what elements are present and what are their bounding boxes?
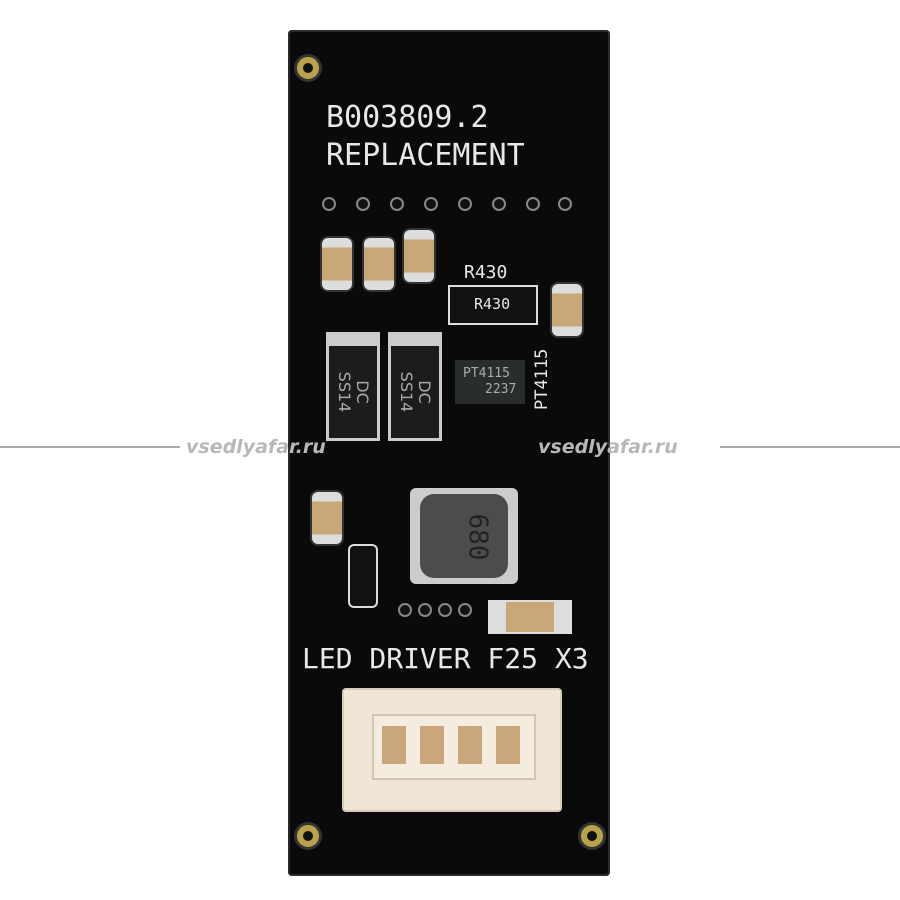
bottom-label: LED DRIVER F25 X3 <box>302 642 589 675</box>
ic-date: 2237 <box>485 382 517 397</box>
part-number: B003809.2 <box>326 100 489 135</box>
ic-marking: PT4115 <box>463 366 510 381</box>
resistor-marking: R430 <box>474 295 511 313</box>
diode-marking: DC <box>353 380 372 404</box>
capacitor <box>550 282 584 338</box>
resistor-label: R430 <box>464 262 508 283</box>
inductor-marking: 680 <box>462 513 493 561</box>
connector[interactable] <box>342 688 562 812</box>
watermark-line <box>720 446 900 448</box>
mounting-hole <box>578 822 606 850</box>
diode: DC SS14 <box>388 332 442 441</box>
watermark-text: vsedlyafar.ru <box>186 436 326 458</box>
mounting-hole <box>294 54 322 82</box>
resistor: R430 <box>448 285 538 325</box>
diode-marking: DC <box>415 380 434 404</box>
capacitor <box>488 600 572 634</box>
watermark-text: vsedlyafar.ru <box>538 436 678 458</box>
inductor: 680 <box>410 488 518 584</box>
mounting-hole <box>294 822 322 850</box>
capacitor <box>310 490 344 546</box>
resistor-small <box>348 544 378 608</box>
driver-ic: PT4115 2237 <box>455 360 525 404</box>
diode: DC SS14 <box>326 332 380 441</box>
diode-marking: SS14 <box>397 371 416 413</box>
watermark-line <box>0 446 180 448</box>
ic-label: PT4115 <box>532 348 552 410</box>
capacitor <box>320 236 354 292</box>
capacitor <box>402 228 436 284</box>
capacitor <box>362 236 396 292</box>
board-subtitle: REPLACEMENT <box>326 138 525 173</box>
diode-marking-group: DC SS14 <box>335 352 372 432</box>
diode-marking-group: DC SS14 <box>397 352 434 432</box>
diode-marking: SS14 <box>335 371 354 413</box>
